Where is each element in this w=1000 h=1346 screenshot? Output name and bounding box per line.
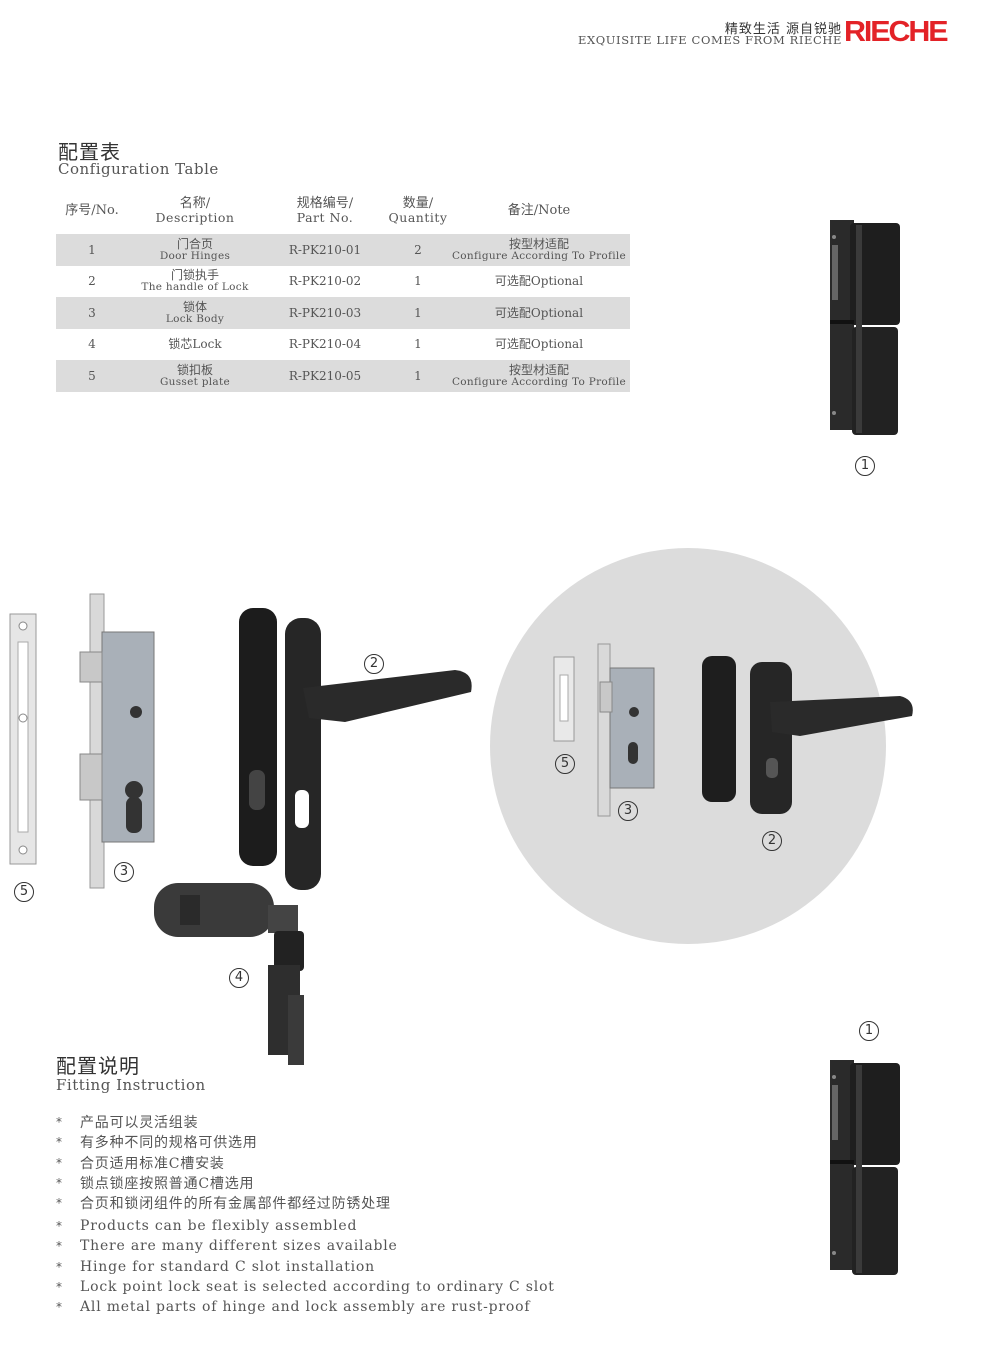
cell-part: R-PK210-05 bbox=[288, 368, 362, 383]
config-title-cn: 配置表 bbox=[58, 140, 121, 164]
label-3-alt: 3 bbox=[618, 801, 638, 821]
lock-cylinder-image bbox=[154, 883, 304, 1065]
header-note: 备注/Note bbox=[507, 203, 571, 218]
lock-handle-image bbox=[239, 608, 472, 890]
list-item: *有多种不同的规格可供选用 bbox=[56, 1135, 258, 1152]
gusset-plate-image bbox=[9, 613, 37, 865]
cell-no: 5 bbox=[88, 368, 96, 383]
table-header: 序号/No. 名称/Description 规格编号/Part No. 数量/Q… bbox=[56, 188, 630, 234]
configuration-table: 序号/No. 名称/Description 规格编号/Part No. 数量/Q… bbox=[56, 188, 630, 392]
cell-qty: 1 bbox=[414, 368, 422, 383]
cell-note: 可选配Optional bbox=[494, 337, 584, 352]
label-5-main: 5 bbox=[14, 882, 34, 902]
fitting-instructions-en: *Products can be flexibly assembled *The… bbox=[56, 1216, 556, 1317]
label-2-alt: 2 bbox=[762, 831, 782, 851]
header-part-no: 规格编号/Part No. bbox=[296, 196, 354, 225]
cell-qty: 1 bbox=[414, 305, 422, 320]
alt-gusset-plate-image bbox=[553, 656, 575, 742]
cell-no: 3 bbox=[88, 305, 96, 320]
door-hinge-image bbox=[830, 220, 900, 435]
list-item: *All metal parts of hinge and lock assem… bbox=[56, 1299, 531, 1316]
alternate-set-background bbox=[490, 548, 886, 944]
fitting-title-en: Fitting Instruction bbox=[56, 1076, 206, 1094]
list-item: *There are many different sizes availabl… bbox=[56, 1238, 398, 1255]
list-item: *合页和锁闭组件的所有金属部件都经过防锈处理 bbox=[56, 1196, 391, 1213]
alt-lock-body-image bbox=[597, 643, 655, 817]
fitting-title-cn: 配置说明 bbox=[56, 1054, 140, 1078]
list-item: *Hinge for standard C slot installation bbox=[56, 1258, 375, 1275]
cell-note: 可选配Optional bbox=[494, 305, 584, 320]
list-item: *Products can be flexibly assembled bbox=[56, 1218, 358, 1235]
header-slogan-cn: 精致生活 源自锐驰 bbox=[724, 22, 842, 37]
list-item: *Lock point lock seat is selected accord… bbox=[56, 1279, 555, 1296]
cell-name: 锁芯Lock bbox=[168, 337, 222, 352]
header-description: 名称/Description bbox=[155, 196, 235, 225]
cell-part: R-PK210-04 bbox=[288, 337, 362, 352]
list-item: *产品可以灵活组装 bbox=[56, 1115, 199, 1132]
alt-lock-handle-image bbox=[702, 656, 913, 814]
fitting-instructions-cn: *产品可以灵活组装 *有多种不同的规格可供选用 *合页适用标准C槽安装 *锁点锁… bbox=[56, 1112, 556, 1213]
label-5-alt: 5 bbox=[555, 754, 575, 774]
cell-part: R-PK210-02 bbox=[288, 274, 362, 289]
table-row: 4 锁芯Lock R-PK210-04 1 可选配Optional bbox=[56, 329, 630, 361]
cell-note: 可选配Optional bbox=[494, 274, 584, 289]
label-1-bottom: 1 bbox=[859, 1021, 879, 1041]
cell-qty: 1 bbox=[414, 274, 422, 289]
cell-no: 2 bbox=[88, 274, 96, 289]
header-no: 序号/No. bbox=[65, 203, 119, 218]
label-3-main: 3 bbox=[114, 862, 134, 882]
header-quantity: 数量/Quantity bbox=[388, 196, 448, 225]
cell-qty: 2 bbox=[414, 242, 422, 257]
lock-body-image bbox=[79, 593, 155, 889]
cell-part: R-PK210-01 bbox=[288, 242, 362, 257]
brand-logo: RIECHE bbox=[844, 16, 949, 48]
cell-no: 4 bbox=[88, 337, 96, 352]
cell-qty: 1 bbox=[414, 337, 422, 352]
config-title-en: Configuration Table bbox=[58, 160, 219, 178]
label-1-top: 1 bbox=[855, 456, 875, 476]
label-4-main: 4 bbox=[229, 968, 249, 988]
label-2-main: 2 bbox=[364, 654, 384, 674]
cell-part: R-PK210-03 bbox=[288, 305, 362, 320]
list-item: *锁点锁座按照普通C槽选用 bbox=[56, 1176, 255, 1193]
header-slogan-en: EXQUISITE LIFE COMES FROM RIECHE bbox=[577, 33, 842, 47]
list-item: *合页适用标准C槽安装 bbox=[56, 1155, 225, 1172]
cell-no: 1 bbox=[88, 242, 96, 257]
door-hinge-image-bottom bbox=[830, 1060, 900, 1275]
